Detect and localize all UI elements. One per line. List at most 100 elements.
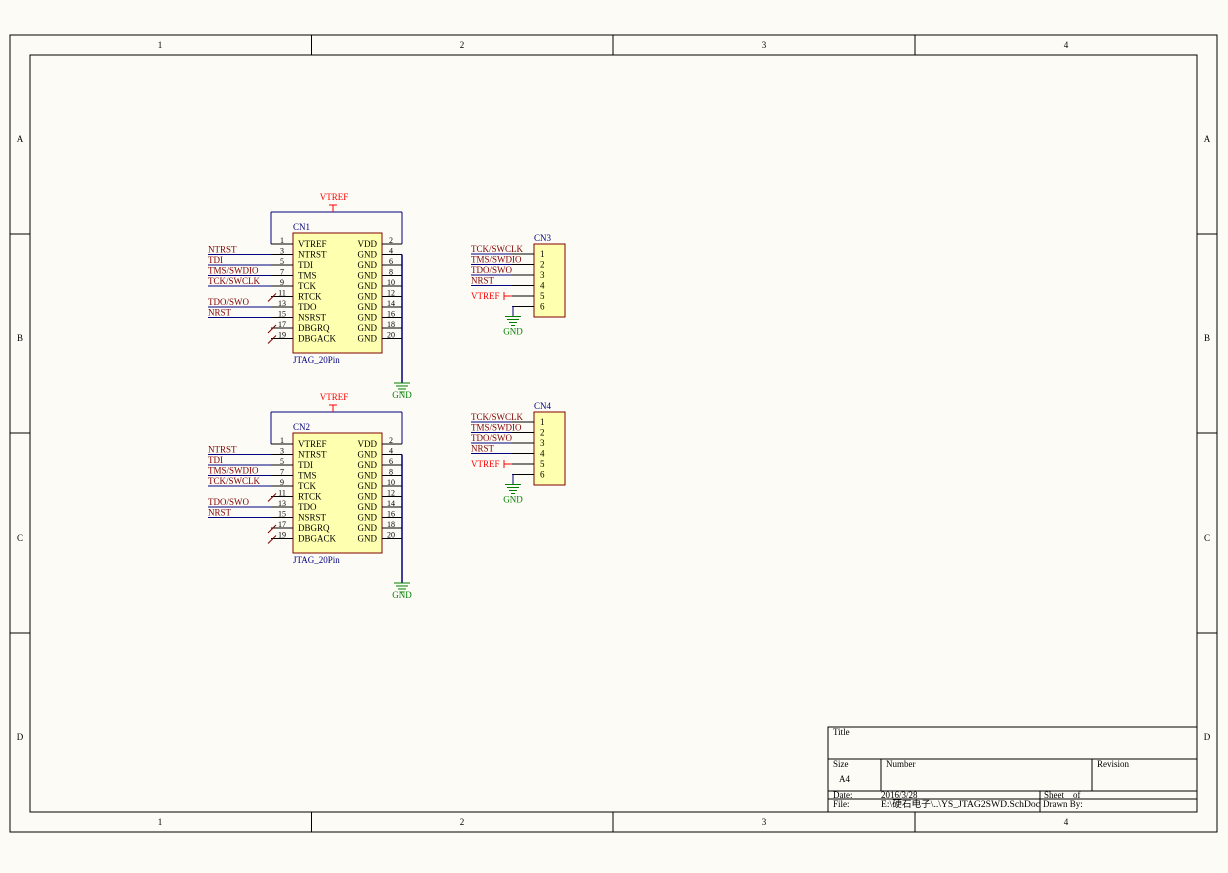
pin-number-18: 18 [387, 320, 395, 329]
net-label-pin-4: NRST [471, 444, 495, 454]
net-label-pin-9: TCK/SWCLK [208, 276, 261, 286]
file-value: E:\硬石电子\..\YS_JTAG2SWD.SchDoc [881, 798, 1040, 809]
pin-number-6: 6 [389, 257, 393, 266]
pin-number-6: 6 [389, 457, 393, 466]
pin-name-9: TCK [298, 281, 317, 291]
zone-col-top-2: 2 [460, 40, 465, 50]
size-label: Size [833, 759, 849, 769]
pin-name-6: GND [358, 460, 378, 470]
no-connect-pin-19 [267, 335, 277, 344]
pin-number-14: 14 [387, 299, 395, 308]
pin-name-10: GND [358, 281, 378, 291]
file-label: File: [833, 799, 850, 809]
date-label: Date: [833, 790, 853, 800]
net-label-pin-1: TCK/SWCLK [471, 244, 524, 254]
pin-number-1: 1 [280, 236, 284, 245]
pin-number-3: 3 [540, 438, 545, 448]
pin-number-20: 20 [387, 531, 395, 540]
pin-name-5: TDI [298, 260, 313, 270]
pin-number-3: 3 [280, 447, 284, 456]
zone-row-left-a: A [17, 134, 24, 144]
size-value: A4 [839, 774, 850, 784]
connector-body [533, 411, 566, 486]
pin-number-15: 15 [278, 510, 286, 519]
connector-part-name: JTAG_20Pin [293, 355, 340, 365]
pin-name-18: GND [358, 323, 378, 333]
zone-row-left-b: B [17, 333, 23, 343]
pin-number-7: 7 [280, 468, 284, 477]
swd-connector-cn3: CN31TCK/SWCLK2TMS/SWDIO3TDO/SWO4NRST5VTR… [471, 233, 566, 337]
zone-col-bottom-4: 4 [1064, 817, 1069, 827]
pin-number-2: 2 [389, 436, 393, 445]
pin-number-19: 19 [278, 331, 286, 340]
zone-col-bottom-1: 1 [158, 817, 163, 827]
pin-name-14: GND [358, 302, 378, 312]
zone-row-left-c: C [17, 533, 23, 543]
pin-name-20: GND [358, 534, 378, 544]
pin-number-3: 3 [280, 247, 284, 256]
pin-number-9: 9 [280, 478, 284, 487]
pin-name-12: GND [358, 492, 378, 502]
pin-number-1: 1 [280, 436, 284, 445]
pin-name-17: DBGRQ [298, 523, 330, 533]
revision-label: Revision [1097, 759, 1130, 769]
net-label-pin-15: NRST [208, 508, 232, 518]
pin-number-8: 8 [389, 468, 393, 477]
connector-designator: CN2 [293, 422, 310, 432]
pin-number-4: 4 [540, 281, 545, 291]
pin-number-7: 7 [280, 268, 284, 277]
pin-number-12: 12 [387, 289, 395, 298]
no-connect-pin-11 [267, 493, 277, 502]
vtref-power-label: VTREF [471, 459, 500, 469]
title-block: Title Size A4 Number Revision Date: 2016… [827, 726, 1198, 813]
zone-row-right-c: C [1204, 533, 1210, 543]
pin-number-14: 14 [387, 499, 395, 508]
pin-number-20: 20 [387, 331, 395, 340]
connector-designator: CN1 [293, 222, 310, 232]
zone-col-bottom-2: 2 [460, 817, 465, 827]
net-label-pin-2: TMS/SWDIO [471, 423, 522, 433]
pin-number-5: 5 [540, 459, 545, 469]
net-label-pin-1: TCK/SWCLK [471, 412, 524, 422]
pin-number-5: 5 [280, 457, 284, 466]
zone-row-right-a: A [1204, 134, 1211, 144]
ground-symbol [505, 316, 521, 326]
net-label-pin-15: NRST [208, 308, 232, 318]
pin-number-1: 1 [540, 417, 545, 427]
net-label-pin-13: TDO/SWO [208, 497, 249, 507]
number-label: Number [886, 759, 916, 769]
no-connect-pin-17 [267, 524, 277, 534]
pin-name-14: GND [358, 502, 378, 512]
sheet-frame [9, 34, 1218, 833]
net-label-pin-4: NRST [471, 276, 495, 286]
pin-name-13: TDO [298, 302, 317, 312]
pin-number-12: 12 [387, 489, 395, 498]
pin-number-2: 2 [540, 428, 545, 438]
pin-name-8: GND [358, 271, 378, 281]
pin-name-7: TMS [298, 471, 317, 481]
pin-number-6: 6 [540, 302, 545, 312]
swd-connector-cn4: CN41TCK/SWCLK2TMS/SWDIO3TDO/SWO4NRST5VTR… [471, 401, 566, 505]
connector-body [533, 243, 566, 318]
ground-label: GND [503, 495, 523, 505]
pin-number-8: 8 [389, 268, 393, 277]
sheet-label: Sheet of [1044, 790, 1081, 800]
zone-col-top-1: 1 [158, 40, 163, 50]
pin-name-4: GND [358, 450, 378, 460]
outer-border [9, 34, 1218, 833]
zone-col-top-3: 3 [762, 40, 767, 50]
zone-col-bottom-3: 3 [762, 817, 767, 827]
pin-number-9: 9 [280, 278, 284, 287]
connector-body [292, 432, 383, 554]
no-connect-pin-17 [267, 324, 277, 334]
zone-row-right-b: B [1204, 333, 1210, 343]
date-value: 2016/3/28 [881, 790, 918, 800]
net-label-pin-5: TDI [208, 255, 223, 265]
pin-number-4: 4 [540, 449, 545, 459]
pin-name-7: TMS [298, 271, 317, 281]
inner-border [29, 54, 1198, 813]
pin-name-5: TDI [298, 460, 313, 470]
